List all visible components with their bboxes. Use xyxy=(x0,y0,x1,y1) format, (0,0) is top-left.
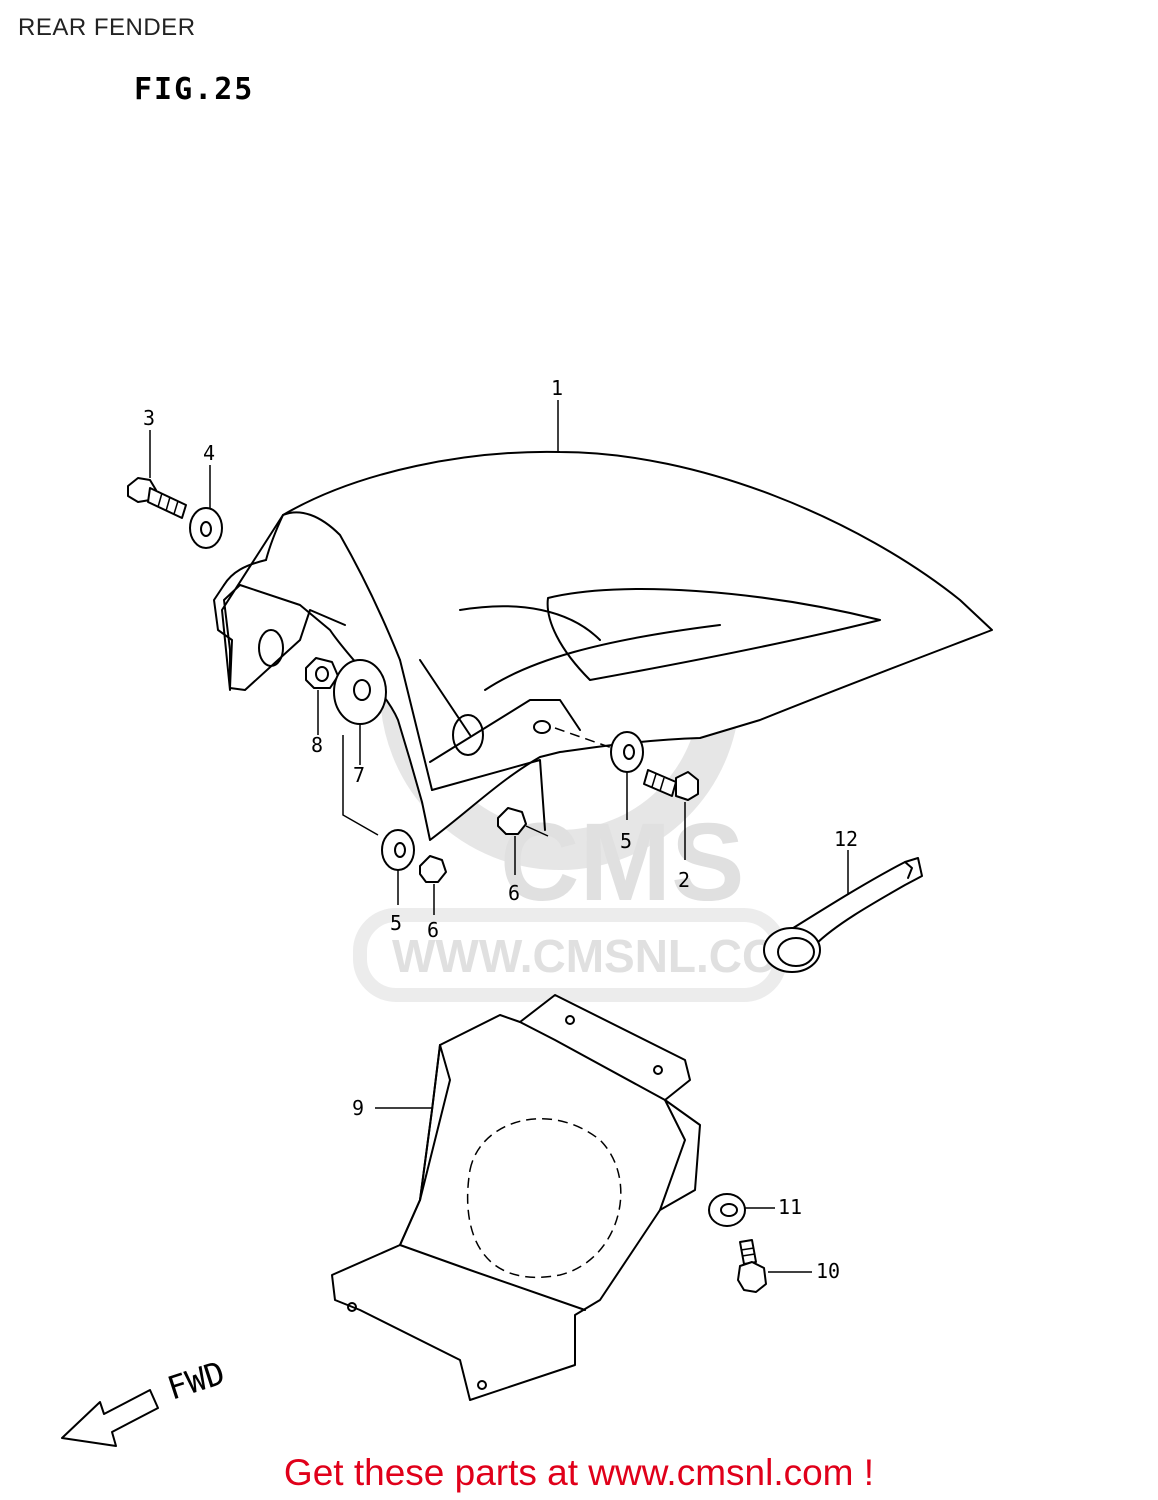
panel-hole-left xyxy=(347,1302,357,1312)
washer-part-4: 4 xyxy=(189,441,223,549)
washer-part-5-upper: 5 xyxy=(554,727,644,853)
callout-11: 11 xyxy=(778,1195,802,1219)
panel-hole-right xyxy=(653,1065,663,1075)
panel-hole-bottom xyxy=(477,1380,487,1390)
callout-9: 9 xyxy=(352,1096,364,1120)
washer-part-7: 7 xyxy=(333,659,387,836)
callout-3: 3 xyxy=(143,406,155,430)
fender-mount-hole-left xyxy=(258,629,284,667)
clamp-part-12: 12 xyxy=(763,827,923,973)
callout-6-center: 6 xyxy=(508,881,520,905)
callout-6-lower: 6 xyxy=(427,918,439,942)
bolt-part-3: 3 xyxy=(127,406,187,519)
callout-4: 4 xyxy=(203,441,215,465)
watermark-brand: CMS xyxy=(500,801,744,924)
callout-5-upper: 5 xyxy=(620,829,632,853)
washer-part-5-lower: 5 xyxy=(381,829,415,935)
panel-hole-top xyxy=(565,1015,575,1025)
screw-part-10: 10 xyxy=(737,1239,840,1293)
callout-7: 7 xyxy=(353,763,365,787)
rear-fender-part-1: 1 xyxy=(213,376,993,841)
nut-part-6-center: 6 xyxy=(497,807,549,905)
callout-10: 10 xyxy=(816,1259,840,1283)
figure-label: FIG.25 xyxy=(134,72,255,107)
callout-2: 2 xyxy=(678,868,690,892)
callout-12: 12 xyxy=(834,827,858,851)
callout-5-lower: 5 xyxy=(390,911,402,935)
callout-8: 8 xyxy=(311,733,323,757)
page-title: REAR FENDER xyxy=(18,14,196,41)
watermark-site: WWW.CMSNL.CO xyxy=(392,930,778,982)
nut-part-8: 8 xyxy=(305,657,339,757)
fender-mount-hole-right xyxy=(533,720,551,734)
callout-1: 1 xyxy=(551,376,563,400)
nut-part-6-lower: 6 xyxy=(419,855,447,942)
fwd-arrow-icon xyxy=(61,1389,159,1447)
fender-mount-hole-center xyxy=(452,714,484,756)
lower-panel-part-9: 9 xyxy=(331,994,701,1401)
footer-ad-link[interactable]: Get these parts at www.cmsnl.com ! xyxy=(283,1452,875,1493)
fwd-direction-indicator: FWD xyxy=(61,1354,230,1447)
bolt-part-2: 2 xyxy=(643,769,699,892)
grommet-part-11: 11 xyxy=(708,1193,802,1227)
fwd-label: FWD xyxy=(163,1354,230,1408)
